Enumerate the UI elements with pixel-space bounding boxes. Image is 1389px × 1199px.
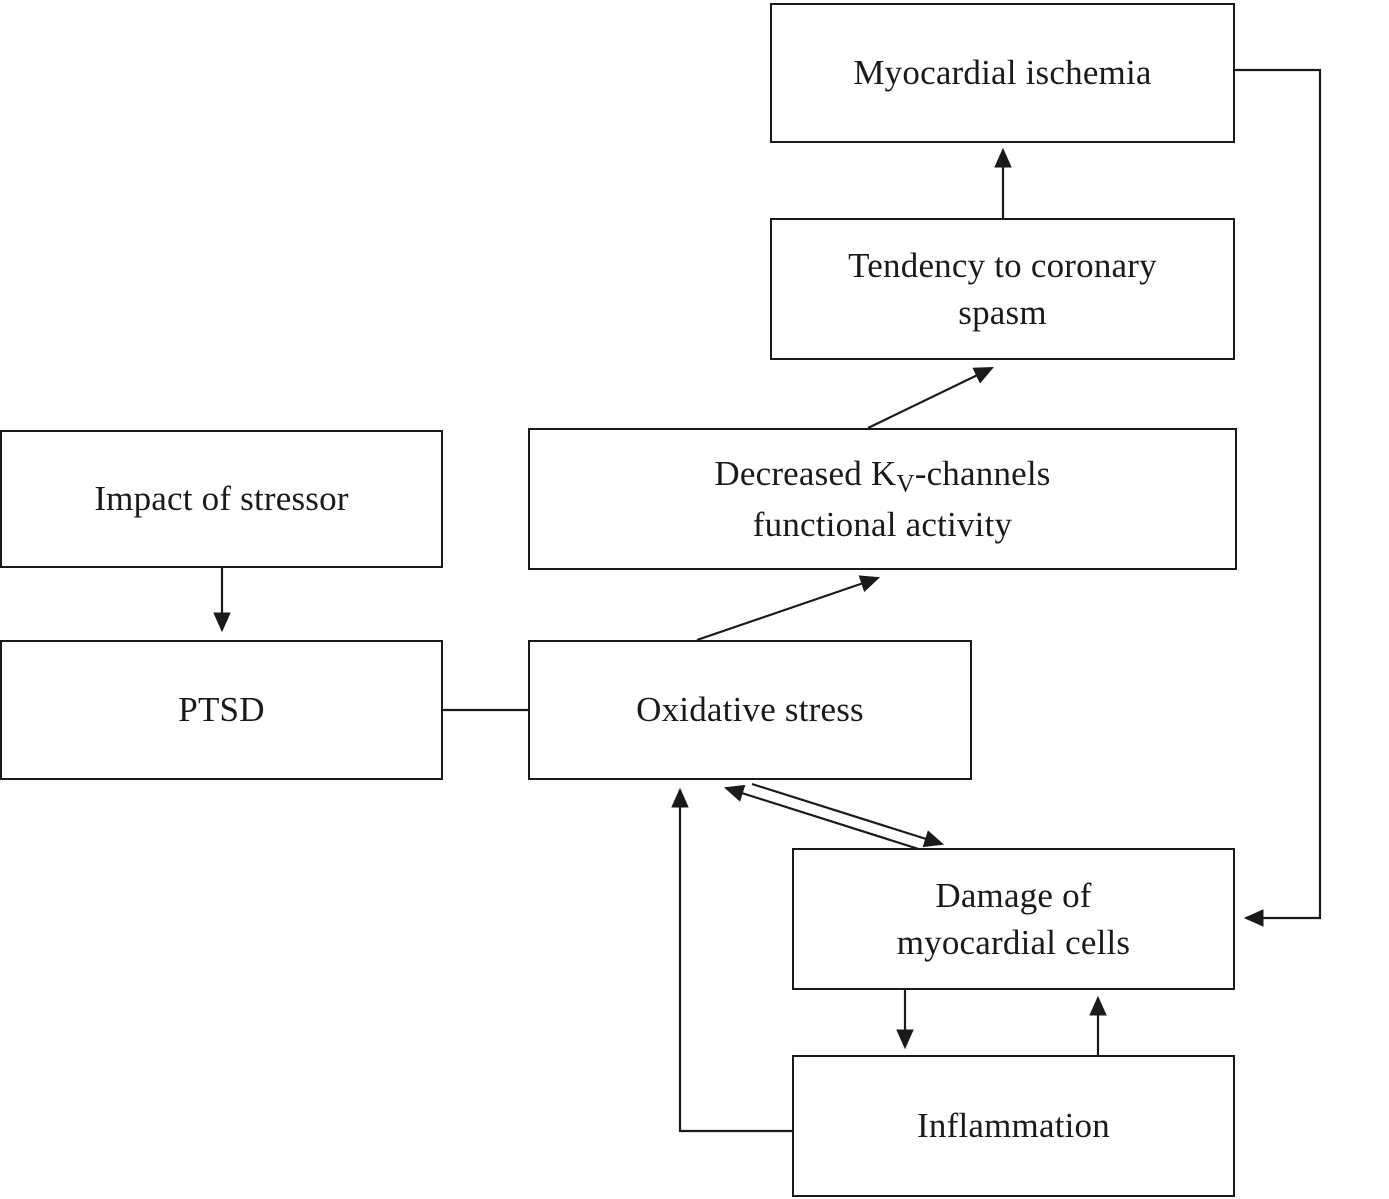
- arrow-inflammation-to-oxidative: [671, 787, 792, 1133]
- node-ptsd: PTSD: [0, 640, 443, 780]
- node-label-line2: functional activity: [752, 505, 1013, 545]
- kv-label-pre: Decreased K: [714, 453, 897, 493]
- arrow-damage-to-oxidative: [723, 784, 929, 854]
- node-label: Oxidative stress: [636, 690, 864, 730]
- node-label-line1: Decreased KV-channels: [714, 450, 1050, 501]
- node-label: Inflammation: [917, 1106, 1110, 1146]
- arrow-kv-to-spasm: [867, 367, 994, 429]
- node-label: Myocardial ischemia: [853, 53, 1152, 93]
- kv-label-post: -channels: [914, 453, 1051, 493]
- node-decreased-kv-channels: Decreased KV-channels functional activit…: [528, 428, 1237, 570]
- node-label: Impact of stressor: [94, 479, 349, 519]
- node-label-line2: myocardial cells: [896, 923, 1131, 962]
- node-label-line1: Tendency to coronary: [848, 245, 1157, 285]
- node-inflammation: Inflammation: [792, 1055, 1235, 1197]
- node-myocardial-ischemia: Myocardial ischemia: [770, 3, 1235, 143]
- node-label-line1: Damage of: [935, 875, 1092, 915]
- arrow-oxidative-to-damage: [751, 782, 945, 848]
- node-damage-of-myocardial-cells: Damage of myocardial cells: [792, 848, 1235, 990]
- node-tendency-to-coronary-spasm: Tendency to coronary spasm: [770, 218, 1235, 360]
- node-impact-of-stressor: Impact of stressor: [0, 430, 443, 568]
- arrow-oxidative-to-kv: [696, 575, 881, 642]
- node-label-line2: spasm: [958, 293, 1047, 332]
- arrow-ischemia-to-damage: [1235, 68, 1322, 927]
- kv-label-subscript: V: [896, 470, 915, 498]
- node-label: PTSD: [178, 690, 265, 730]
- node-oxidative-stress: Oxidative stress: [528, 640, 972, 780]
